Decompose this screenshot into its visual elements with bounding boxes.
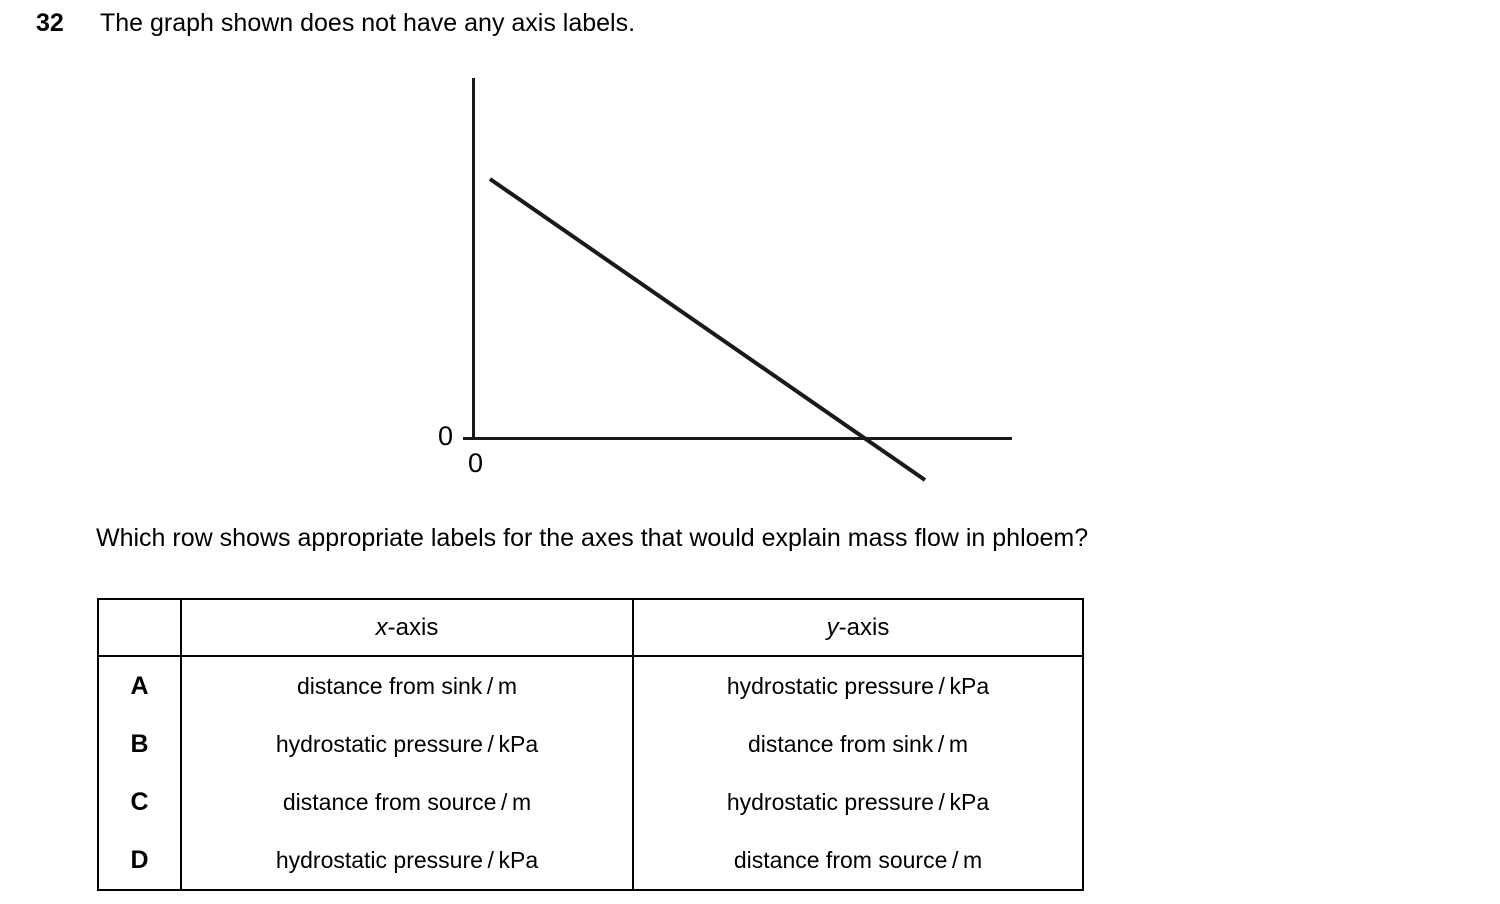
option-key-a: A	[97, 656, 182, 715]
option-a-y-axis: hydrostatic pressure / kPa	[632, 656, 1084, 715]
option-key-d: D	[97, 831, 182, 891]
lead-in-question-text: Which row shows appropriate labels for t…	[96, 524, 1089, 552]
answer-options-table: x-axis y-axis A distance from sink / m h…	[97, 598, 1084, 891]
x-axis-line	[463, 437, 1012, 440]
y-axis-header-rest: -axis	[838, 613, 890, 641]
y-axis-header-italic: y	[826, 613, 839, 641]
column-header-y-axis: y-axis	[632, 598, 1084, 657]
table-row-option-d[interactable]: D hydrostatic pressure / kPa distance fr…	[97, 831, 1084, 891]
question-number: 32	[36, 9, 64, 37]
declining-trend-line	[488, 177, 927, 482]
option-a-x-axis: distance from sink / m	[180, 656, 634, 715]
table-header-row: x-axis y-axis	[97, 598, 1084, 657]
question-stem-text: The graph shown does not have any axis l…	[100, 9, 636, 37]
origin-tick-mark	[463, 437, 473, 440]
table-row-option-c[interactable]: C distance from source / m hydrostatic p…	[97, 773, 1084, 831]
option-key-b: B	[97, 715, 182, 773]
x-axis-zero-label: 0	[468, 448, 484, 478]
y-axis-zero-label: 0	[438, 421, 454, 451]
column-header-x-axis: x-axis	[180, 598, 634, 657]
table-row-option-a[interactable]: A distance from sink / m hydrostatic pre…	[97, 656, 1084, 715]
option-d-x-axis: hydrostatic pressure / kPa	[180, 831, 634, 891]
option-b-x-axis: hydrostatic pressure / kPa	[180, 715, 634, 773]
option-b-y-axis: distance from sink / m	[632, 715, 1084, 773]
option-d-y-axis: distance from source / m	[632, 831, 1084, 891]
graph-figure: 0 0	[0, 60, 1100, 490]
question-header: 32 The graph shown does not have any axi…	[36, 8, 635, 38]
option-c-x-axis: distance from source / m	[180, 773, 634, 831]
option-key-c: C	[97, 773, 182, 831]
y-axis-line	[472, 78, 475, 440]
x-axis-header-italic: x	[375, 613, 388, 641]
trend-line-graphic	[488, 177, 927, 482]
table-row-option-b[interactable]: B hydrostatic pressure / kPa distance fr…	[97, 715, 1084, 773]
option-c-y-axis: hydrostatic pressure / kPa	[632, 773, 1084, 831]
x-axis-header-rest: -axis	[387, 613, 439, 641]
column-header-key	[97, 598, 182, 657]
